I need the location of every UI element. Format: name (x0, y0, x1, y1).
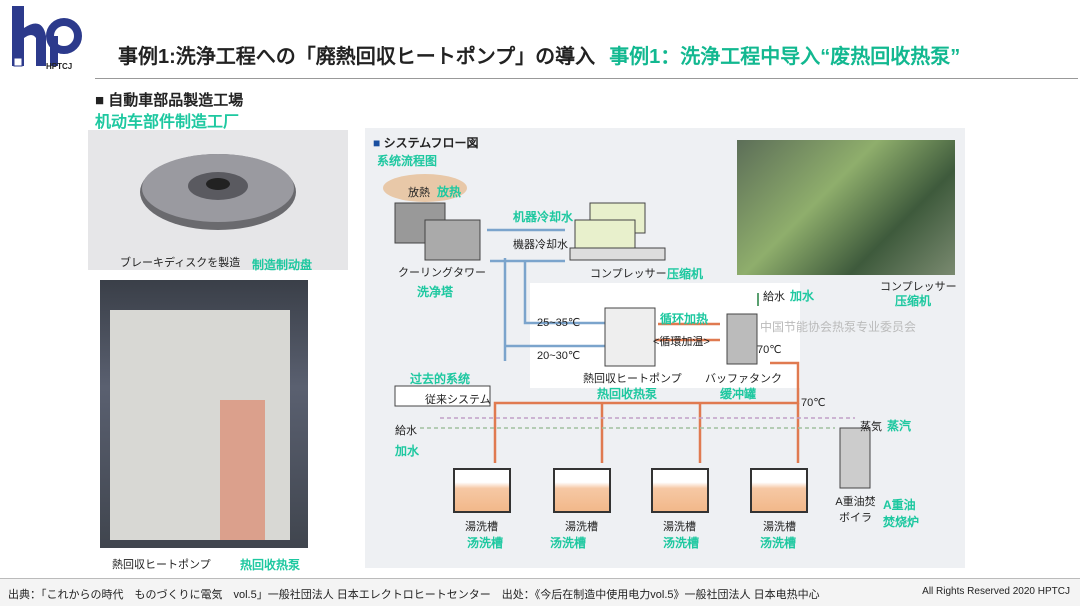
steam-cn: 蒸汽 (887, 419, 912, 433)
footer-rights: All Rights Reserved 2020 HPTCJ (922, 586, 1070, 597)
page-title: 事例1:洗浄工程への「廃熱回収ヒートポンプ」の導入事例1：洗浄工程中导入“废热回… (118, 40, 960, 69)
temp-70-b: 70℃ (801, 397, 826, 409)
section-title-cn: 机动车部件制造工厂 (95, 114, 240, 131)
compressor-cn: 压缩机 (667, 267, 704, 281)
temp-out: 20~30℃ (537, 350, 581, 362)
compressor-photo (737, 140, 955, 275)
cooling-water-jp: 機器冷却水 (513, 239, 568, 251)
hp-caption-cn: 热回收热泵 (240, 558, 301, 572)
tank-label-cn: 汤洗槽 (663, 536, 700, 550)
heat-release-jp: 放熱 (408, 187, 430, 199)
heat-release-cn: 放热 (437, 185, 462, 199)
section-title-jp: ■ 自動車部品製造工場 (95, 92, 244, 109)
steam-jp: 蒸気 (860, 421, 882, 433)
feed-water-cn: 加水 (790, 289, 815, 303)
cooling-tower-jp: クーリングタワー (398, 267, 486, 279)
wash-tank-4 (750, 468, 808, 513)
diagram-title-text: システムフロー図 (383, 136, 479, 150)
title-cn: 事例1：洗浄工程中导入“废热回收热泵” (609, 46, 961, 68)
tank-feed-water-cn: 加水 (395, 444, 420, 458)
watermark: 中国节能协会热泵专业委员会 (760, 320, 917, 334)
temp-in: 25~35℃ (537, 317, 581, 329)
heat-pump-photo (100, 280, 308, 548)
brake-disc-image: ブレーキディスクを製造 (88, 130, 348, 270)
diagram-title-jp: ■ システムフロー図 (373, 136, 479, 150)
boiler-cn: A重油焚烧炉 (883, 498, 920, 529)
buffer-tank-cn: 缓冲罐 (720, 387, 757, 401)
buffer-tank-jp: バッファタンク (705, 373, 782, 385)
temp-70-a: 70℃ (757, 344, 782, 356)
legacy-system-legend: 従来システム (425, 394, 491, 406)
photo-caption-cn: 压缩机 (895, 294, 932, 308)
tank-label-cn: 汤洗槽 (467, 536, 504, 550)
cooling-tower-cn: 洗净塔 (417, 285, 454, 299)
footer-source: 出典：「これからの時代 ものづくりに電気 vol.5」一般社団法人 日本エレクト… (8, 589, 820, 601)
boiler-jp: A重油焚ボイラ (835, 496, 876, 524)
footer: 出典：「これからの時代 ものづくりに電気 vol.5」一般社団法人 日本エレクト… (0, 578, 1080, 606)
tank-feed-water-jp: 給水 (395, 425, 417, 437)
logo-text: HPTCJ (46, 62, 73, 71)
tank-label-cn: 汤洗槽 (550, 536, 587, 550)
tank-label-jp: 湯洗槽 (763, 521, 796, 533)
hp-caption-jp: 熱回収ヒートポンプ (112, 559, 211, 571)
diagram-title-cn: 系统流程图 (377, 154, 438, 168)
tank-label-jp: 湯洗槽 (663, 521, 696, 533)
wash-tank-1 (453, 468, 511, 513)
circulation-heating-cn: 循环加热 (660, 312, 709, 326)
heat-pump-cn: 热回收热泵 (597, 387, 658, 401)
compressor-jp: コンプレッサー (590, 268, 667, 280)
heat-pump-jp: 熱回収ヒートポンプ (583, 373, 682, 385)
tank-label-jp: 湯洗槽 (565, 521, 598, 533)
wash-tank-2 (553, 468, 611, 513)
disc-caption-cn: 制造制动盘 (252, 258, 313, 272)
past-system-cn: 过去的系统 (410, 372, 471, 386)
circulation-heating-jp: <循環加温> (653, 336, 710, 348)
divider (95, 78, 1078, 79)
hptcj-logo: HPTCJ (12, 6, 82, 72)
wash-tank-3 (651, 468, 709, 513)
title-jp: 事例1:洗浄工程への「廃熱回収ヒートポンプ」の導入 (118, 46, 596, 68)
cooling-water-cn: 机器冷却水 (513, 210, 574, 224)
feed-water-jp: 給水 (763, 291, 785, 303)
photo-caption-jp: コンプレッサー (880, 281, 957, 293)
tank-label-cn: 汤洗槽 (760, 536, 797, 550)
tank-label-jp: 湯洗槽 (465, 521, 498, 533)
disc-caption-jp: ブレーキディスクを製造 (120, 257, 241, 269)
